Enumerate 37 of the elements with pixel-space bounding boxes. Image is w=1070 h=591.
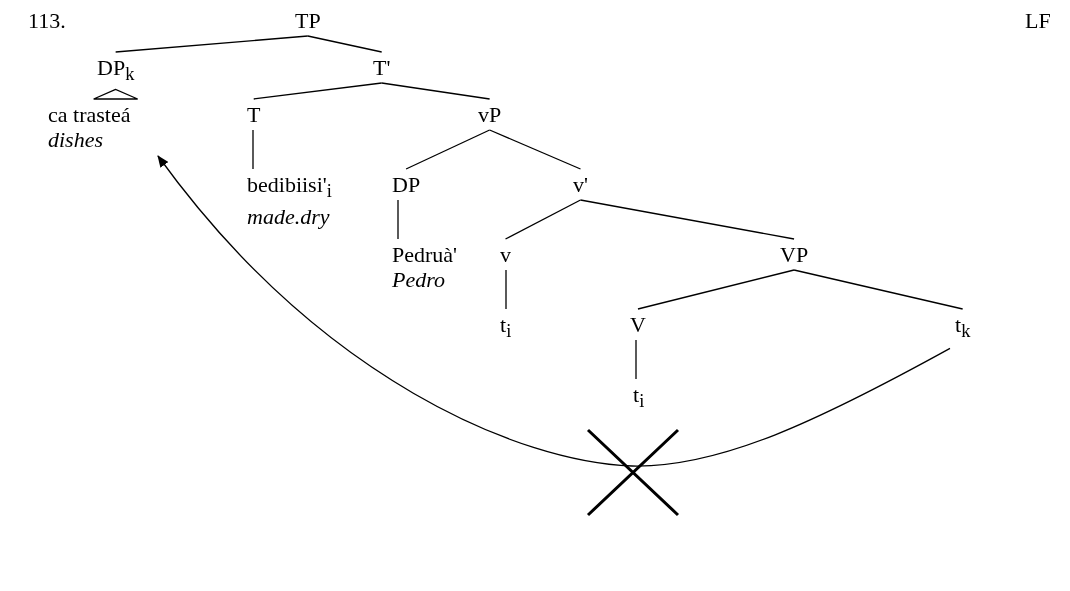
level-label: LF (1025, 8, 1051, 33)
tree-branch (381, 82, 491, 100)
tree-label: v' (573, 172, 588, 197)
tree-label: v (500, 242, 511, 267)
tree-branch (505, 269, 507, 310)
tree-branch (637, 269, 795, 310)
tree-branch (579, 199, 795, 240)
tree-label: t$_{i}$ (633, 382, 645, 414)
tree-label: DP (392, 172, 421, 197)
tree-label: bedibiisi'$_{i}$ (247, 172, 332, 204)
triangle-branch (93, 88, 139, 100)
gloss-text: dishes (48, 127, 104, 152)
tree-branch (307, 35, 383, 53)
tree-branch (115, 35, 309, 53)
tree-label: V (630, 312, 646, 337)
tree-label: TP (295, 8, 321, 33)
movement-arrow (157, 155, 951, 467)
example-number: 113. (28, 8, 66, 33)
tree-label: ca trasteá (48, 102, 131, 127)
tree-label: t$_{i}$ (500, 312, 512, 344)
tree-branch (405, 129, 491, 170)
tree-branch (793, 269, 964, 310)
tree-label: Pedruà' (392, 242, 458, 267)
tree-branch (253, 82, 383, 100)
tree-branch (504, 199, 582, 240)
tree-label: t$_{k}$ (955, 312, 971, 344)
tree-label: T' (373, 55, 391, 80)
gloss-text: made.dry (247, 204, 331, 230)
tree-branch (397, 199, 399, 240)
tree-branch (489, 129, 582, 170)
tree-label: vP (478, 102, 502, 127)
tree-label: VP (780, 242, 809, 267)
gloss-text: Pedro (392, 267, 446, 292)
tree-branch (635, 339, 637, 380)
tree-branch (252, 129, 254, 170)
tree-label: DP$_{k}$ (97, 55, 135, 87)
tree-label: T (247, 102, 261, 127)
